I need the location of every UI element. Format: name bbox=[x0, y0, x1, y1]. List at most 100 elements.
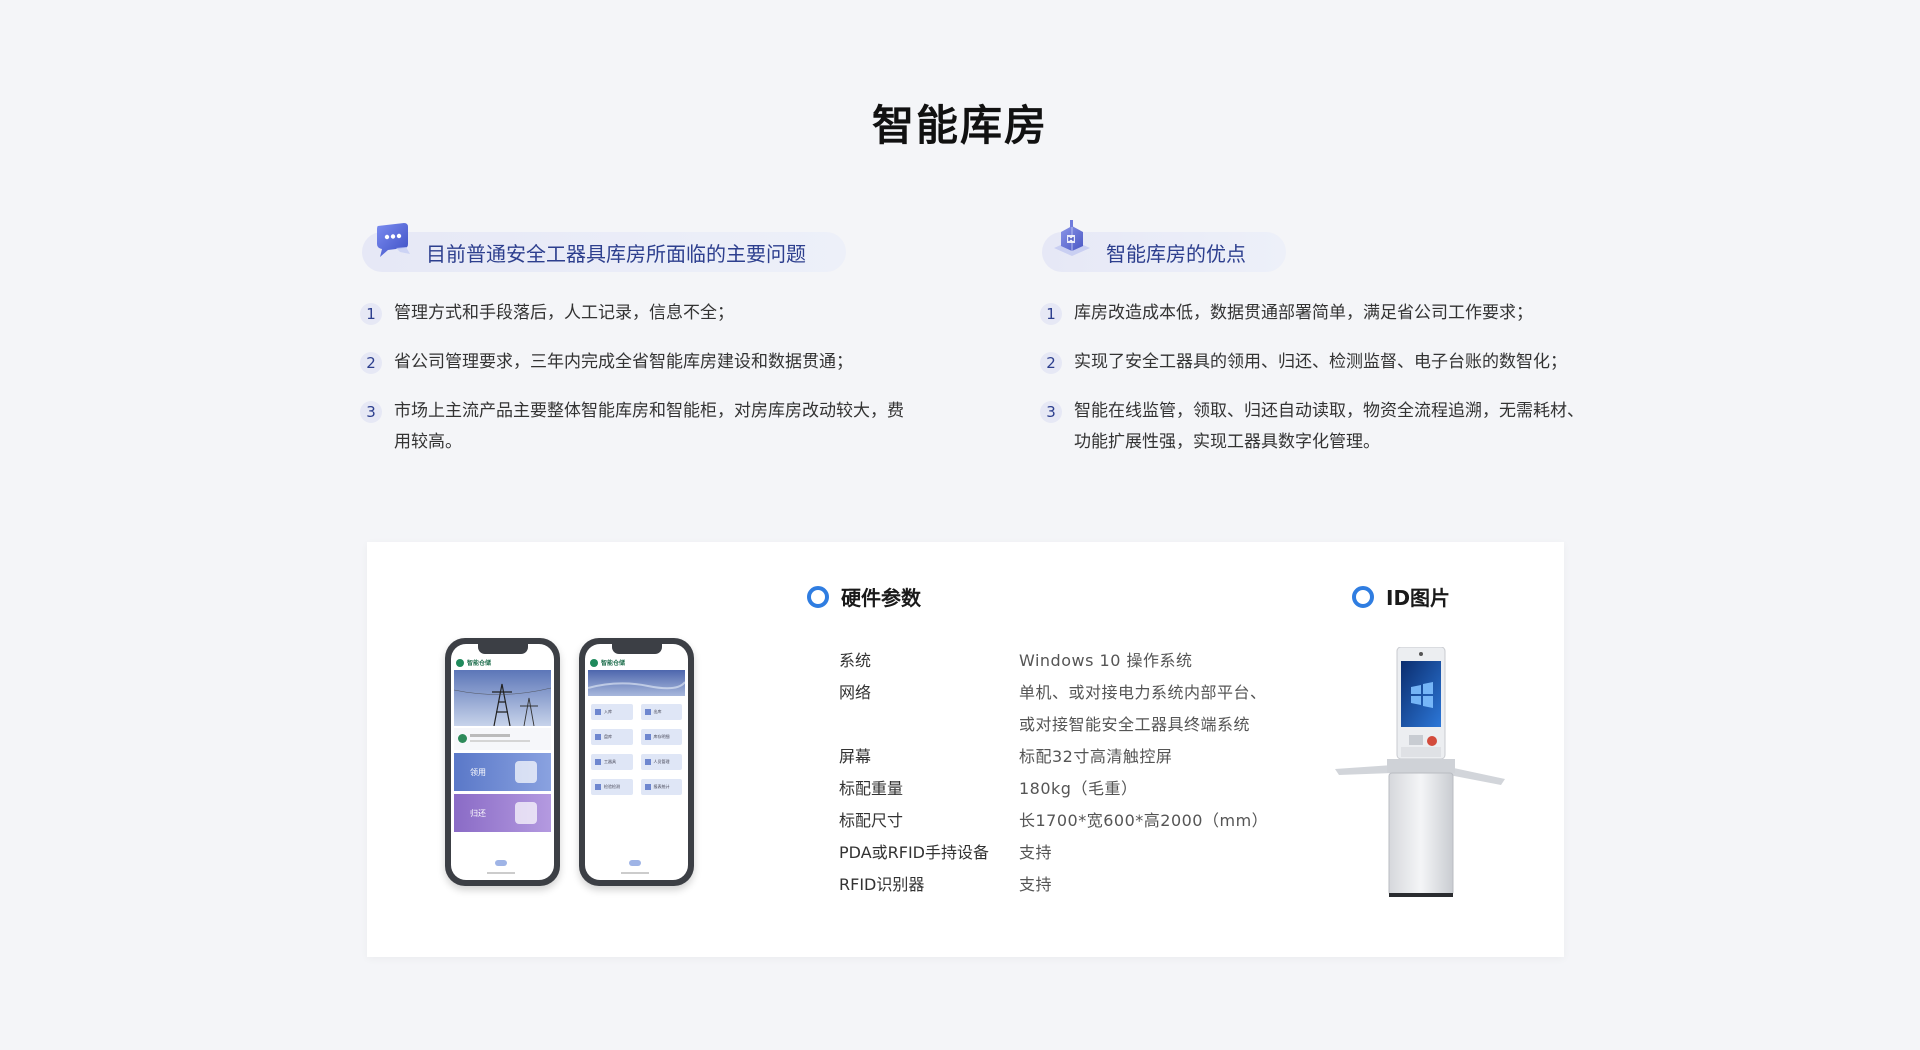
list-item: 2 省公司管理要求，三年内完成全省智能库房建设和数据贯通； bbox=[360, 347, 920, 378]
checkout-label: 领用 bbox=[470, 767, 486, 777]
list-item: 3 市场上主流产品主要整体智能库房和智能柜，对房库房改动较大，费用较高。 bbox=[360, 396, 920, 458]
spec-value: 或对接智能安全工器具终端系统 bbox=[1019, 715, 1251, 734]
notice-bar bbox=[454, 728, 551, 750]
spec-row: 标配尺寸 长1700*宽600*高2000（mm） bbox=[839, 805, 1319, 837]
spec-row: 或对接智能安全工器具终端系统 bbox=[839, 709, 1319, 741]
item-number: 2 bbox=[1040, 352, 1062, 374]
phone-mockup-menu: 智能仓储 入库 出库 盘库 库存明细 工器具 人员管理 bbox=[579, 638, 694, 886]
item-text: 省公司管理要求，三年内完成全省智能库房建设和数据贯通； bbox=[394, 352, 853, 372]
item-text: 实现了安全工器具的领用、归还、检测监督、电子台账的数智化； bbox=[1074, 352, 1567, 372]
kiosk-terminal-image bbox=[1335, 647, 1505, 897]
tool-box-icon bbox=[515, 761, 537, 783]
item-text: 管理方式和手段落后，人工记录，信息不全； bbox=[394, 303, 734, 323]
tile-label: 工器具 bbox=[604, 759, 616, 764]
spec-row: PDA或RFID手持设备支持 bbox=[839, 837, 1319, 869]
tile-icon bbox=[595, 734, 601, 740]
phone-screen: 智能仓储 领用 bbox=[451, 644, 554, 880]
notice-line bbox=[470, 734, 510, 737]
tile-label: 库存明细 bbox=[653, 734, 670, 739]
tile-label: 盘库 bbox=[604, 734, 612, 739]
spec-value: 单机、或对接电力系统内部平台、 bbox=[1019, 683, 1267, 702]
home-tab-label-line bbox=[621, 872, 649, 874]
menu-grid: 入库 出库 盘库 库存明细 工器具 人员管理 检验检测 报表统计 bbox=[591, 704, 682, 795]
return-label: 归还 bbox=[470, 808, 486, 818]
tile-label: 报表统计 bbox=[653, 784, 670, 789]
chat-bubble-icon bbox=[377, 223, 410, 257]
spec-value: 长1700*宽600*高2000（mm） bbox=[1019, 811, 1269, 830]
power-tower-banner bbox=[454, 670, 551, 726]
item-text: 库房改造成本低，数据贯通部署简单，满足省公司工作要求； bbox=[1074, 303, 1533, 323]
menu-tile[interactable]: 入库 bbox=[591, 704, 633, 720]
tile-icon bbox=[595, 784, 601, 790]
spec-label: PDA或RFID手持设备 bbox=[839, 843, 989, 862]
app-name: 智能仓储 bbox=[467, 660, 492, 667]
ring-icon bbox=[1352, 585, 1374, 608]
tile-label: 人员管理 bbox=[653, 759, 670, 764]
checkout-button[interactable]: 领用 bbox=[454, 753, 551, 791]
hardware-heading: 硬件参数 bbox=[807, 582, 921, 611]
home-tab-icon[interactable] bbox=[495, 860, 507, 866]
notice-line bbox=[470, 740, 530, 742]
phone-notch bbox=[611, 644, 662, 654]
problems-header: 目前普通安全工器具库房所面临的主要问题 bbox=[360, 222, 920, 278]
tile-label: 检验检测 bbox=[604, 784, 620, 789]
spec-value: 标配32寸高清触控屏 bbox=[1019, 747, 1173, 766]
item-number: 3 bbox=[1040, 401, 1062, 423]
spec-label: 标配重量 bbox=[839, 779, 904, 798]
id-image-heading: ID图片 bbox=[1352, 582, 1450, 611]
item-number: 2 bbox=[360, 352, 382, 374]
app-logo-icon bbox=[590, 658, 598, 667]
advantages-panel: 智能库房的优点 1 库房改造成本低，数据贯通部署简单，满足省公司工作要求； 2 … bbox=[1040, 220, 1600, 476]
ring-icon bbox=[807, 585, 829, 608]
spec-label: 标配尺寸 bbox=[839, 811, 904, 830]
tile-icon bbox=[644, 784, 651, 790]
spec-value: 支持 bbox=[1019, 875, 1053, 894]
list-item: 2 实现了安全工器具的领用、归还、检测监督、电子台账的数智化； bbox=[1040, 347, 1600, 378]
list-item: 1 管理方式和手段落后，人工记录，信息不全； bbox=[360, 298, 920, 329]
menu-tile[interactable]: 报表统计 bbox=[640, 779, 682, 795]
item-number: 1 bbox=[360, 303, 382, 325]
spec-row: 网络 单机、或对接电力系统内部平台、 bbox=[839, 677, 1319, 709]
return-button[interactable]: 归还 bbox=[454, 794, 551, 832]
hardware-card: 智能仓储 领用 bbox=[367, 542, 1564, 957]
menu-tile[interactable]: 人员管理 bbox=[640, 754, 682, 770]
menu-tile[interactable]: 工器具 bbox=[591, 754, 633, 770]
tile-icon bbox=[644, 759, 651, 765]
page-title: 智能库房 bbox=[871, 101, 1048, 150]
spec-row: 屏幕 标配32寸高清触控屏 bbox=[839, 741, 1319, 773]
advantages-heading-pill: 智能库房的优点 bbox=[1042, 232, 1286, 272]
menu-tile[interactable]: 库存明细 bbox=[640, 729, 682, 745]
list-item: 3 智能在线监管，领取、归还自动读取，物资全流程追溯，无需耗材、功能扩展性强，实… bbox=[1040, 396, 1600, 458]
warehouse-icon bbox=[1054, 220, 1090, 256]
tile-icon bbox=[595, 759, 601, 765]
spec-value: 180kg（毛重） bbox=[1019, 779, 1138, 798]
app-header: 智能仓储 bbox=[456, 658, 491, 667]
app-header: 智能仓储 bbox=[590, 658, 625, 667]
spec-label: 屏幕 bbox=[839, 747, 872, 766]
spec-value: Windows 10 操作系统 bbox=[1019, 651, 1193, 670]
problems-heading-pill: 目前普通安全工器具库房所面临的主要问题 bbox=[362, 232, 846, 272]
spec-label: 网络 bbox=[839, 683, 872, 702]
home-tab-label-line bbox=[487, 872, 515, 874]
spec-label: RFID识别器 bbox=[839, 875, 925, 894]
spec-row: 标配重量 180kg（毛重） bbox=[839, 773, 1319, 805]
item-text: 市场上主流产品主要整体智能库房和智能柜，对房库房改动较大，费用较高。 bbox=[394, 401, 904, 452]
item-number: 3 bbox=[360, 401, 382, 423]
tile-icon bbox=[644, 709, 651, 715]
menu-tile[interactable]: 出库 bbox=[640, 704, 682, 720]
tile-icon bbox=[644, 734, 651, 740]
menu-tile[interactable]: 检验检测 bbox=[591, 779, 633, 795]
app-logo-icon bbox=[456, 658, 464, 667]
sky-banner bbox=[588, 670, 685, 696]
problems-list: 1 管理方式和手段落后，人工记录，信息不全； 2 省公司管理要求，三年内完成全省… bbox=[360, 298, 920, 458]
spec-label bbox=[839, 709, 1019, 741]
hardware-heading-text: 硬件参数 bbox=[841, 586, 921, 610]
home-tab-icon[interactable] bbox=[629, 860, 641, 866]
phone-screen: 智能仓储 入库 出库 盘库 库存明细 工器具 人员管理 bbox=[585, 644, 688, 880]
menu-tile[interactable]: 盘库 bbox=[591, 729, 633, 745]
item-number: 1 bbox=[1040, 303, 1062, 325]
item-text: 智能在线监管，领取、归还自动读取，物资全流程追溯，无需耗材、功能扩展性强，实现工… bbox=[1074, 401, 1584, 452]
tile-label: 入库 bbox=[604, 709, 612, 714]
